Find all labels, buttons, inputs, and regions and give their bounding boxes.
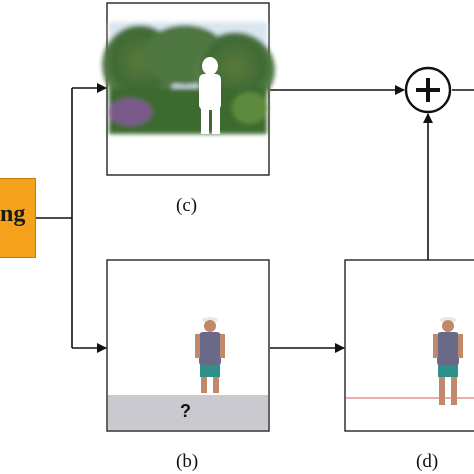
process-block [0, 178, 36, 258]
panel-d [344, 259, 474, 432]
unknown-region-label: ? [180, 401, 191, 421]
plus-circle-icon [404, 66, 452, 114]
connectors [36, 83, 474, 353]
panel-b [106, 259, 270, 432]
caption-d: (d) [416, 451, 439, 472]
person-figure-b [195, 317, 225, 393]
background-scene [102, 22, 275, 134]
person-figure-d [433, 317, 463, 405]
caption-c: (c) [176, 195, 198, 216]
process-block-label: ng [0, 201, 26, 227]
panel-c [102, 2, 275, 176]
person-silhouette [199, 57, 221, 134]
caption-b: (b) [176, 451, 199, 472]
unknown-region-bar [108, 395, 268, 430]
